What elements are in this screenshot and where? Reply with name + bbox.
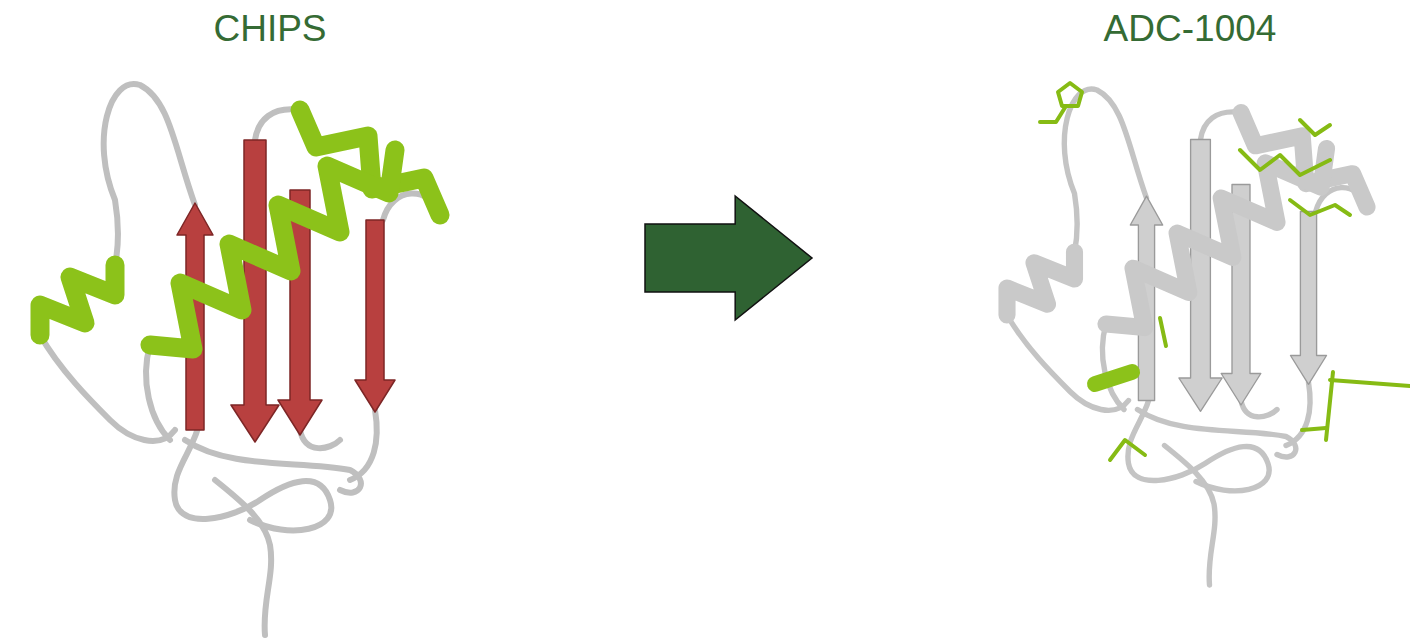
side-chain-sticks: [1040, 83, 1410, 460]
adc-ribbon: [1007, 89, 1367, 585]
structure-panel: CHIPS: [0, 0, 645, 639]
structure-panel: ADC-1004: [812, 0, 1410, 639]
highlighted-helix: [1095, 372, 1132, 384]
chips-ribbon: [40, 84, 440, 635]
structure-name: CHIPS: [70, 8, 470, 50]
block-arrow: [645, 196, 812, 320]
structure-name: ADC-1004: [990, 8, 1390, 50]
